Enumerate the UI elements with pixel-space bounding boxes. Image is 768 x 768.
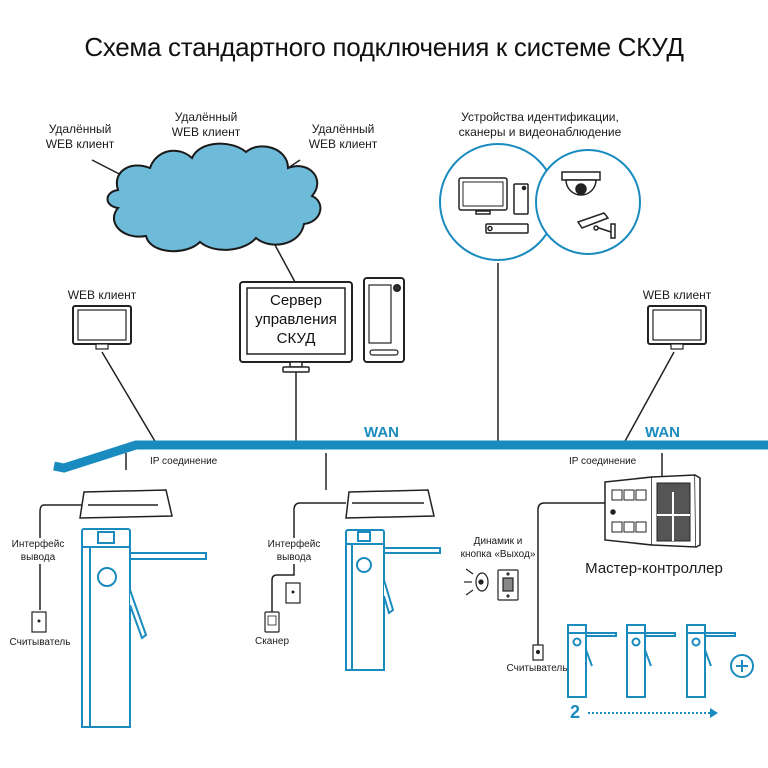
server-label-line1: Сервер [269, 292, 322, 309]
internet-cloud [106, 142, 322, 253]
small-turnstile-2 [626, 624, 676, 698]
exit-button-icon [497, 569, 519, 601]
ip-connection-label-2: IP соединение [569, 456, 637, 467]
ip-connection-label-1: IP соединение [150, 456, 218, 467]
reader-label-3: Считыватель [506, 663, 568, 674]
controller-box-2 [345, 489, 435, 519]
remote-client-label-2: Удалённый WEB клиент [156, 110, 256, 140]
web-client-right-label: WEB клиент [642, 288, 712, 302]
dvr-icon [485, 223, 529, 234]
turnstile-count-label: 2 [570, 702, 581, 722]
web-client-left-label: WEB клиент [67, 288, 137, 302]
remote-client-3-line1: Удалённый [311, 122, 375, 136]
devices-label-line1: Устройства идентификации, [461, 110, 619, 124]
server-label-line3: СКУД [276, 330, 316, 347]
output-interface-1-line2: вывода [20, 552, 56, 563]
speaker-icon [464, 568, 489, 596]
remote-client-1-line1: Удалённый [48, 122, 112, 136]
output-interface-2-line1: Интерфейс [267, 539, 321, 550]
output-interface-label-1: Интерфейс вывода [10, 538, 66, 564]
dome-camera-icon [561, 171, 601, 196]
remote-client-2-line1: Удалённый [174, 110, 238, 124]
wan-backbone [53, 440, 768, 473]
video-surveillance-circle [535, 149, 641, 255]
scanner-icon [264, 611, 280, 633]
server-label: Сервер управления СКУД [247, 291, 345, 348]
pc-tower-icon [363, 277, 405, 363]
speaker-exit-line2: кнопка «Выход» [460, 549, 536, 560]
web-client-left-icon [72, 305, 132, 350]
scanner-label: Сканер [254, 636, 290, 647]
remote-client-label-3: Удалённый WEB клиент [293, 122, 393, 152]
reader-label-1: Считыватель [9, 637, 71, 648]
speaker-exit-label: Динамик и кнопка «Выход» [460, 535, 536, 561]
devices-label-line2: сканеры и видеонаблюдение [458, 125, 622, 139]
small-turnstile-3 [686, 624, 736, 698]
output-interface-label-2: Интерфейс вывода [266, 538, 322, 564]
small-turnstile-1 [567, 624, 617, 698]
monitor-icon [458, 177, 508, 215]
master-controller-icon [537, 474, 701, 645]
page-title: Схема стандартного подключения к системе… [84, 32, 684, 62]
server-monitor-icon [239, 281, 353, 373]
speaker-exit-line1: Динамик и [473, 536, 523, 547]
output-interface-2-line2: вывода [276, 552, 312, 563]
web-client-right-icon [647, 305, 707, 350]
card-reader-icon [513, 183, 529, 215]
remote-client-2-line2: WEB клиент [171, 125, 241, 139]
devices-label: Устройства идентификации, сканеры и виде… [430, 110, 650, 140]
wan-label-1: WAN [364, 424, 399, 441]
turnstile-1 [31, 489, 207, 728]
bullet-camera-icon [576, 212, 616, 239]
remote-client-1-line2: WEB клиент [45, 137, 115, 151]
remote-client-label-1: Удалённый WEB клиент [30, 122, 130, 152]
remote-client-3-line2: WEB клиент [308, 137, 378, 151]
output-interface-1-line1: Интерфейс [11, 539, 65, 550]
turnstile-2 [264, 489, 441, 671]
connector-lines [91, 152, 675, 490]
master-controller-label: Мастер-контроллер [585, 560, 723, 577]
server-label-line2: управления [255, 311, 337, 328]
arrow-head-icon [710, 708, 718, 718]
wan-label-2: WAN [645, 424, 680, 441]
controller-box-1 [79, 489, 173, 519]
reader-3-icon [532, 644, 544, 661]
